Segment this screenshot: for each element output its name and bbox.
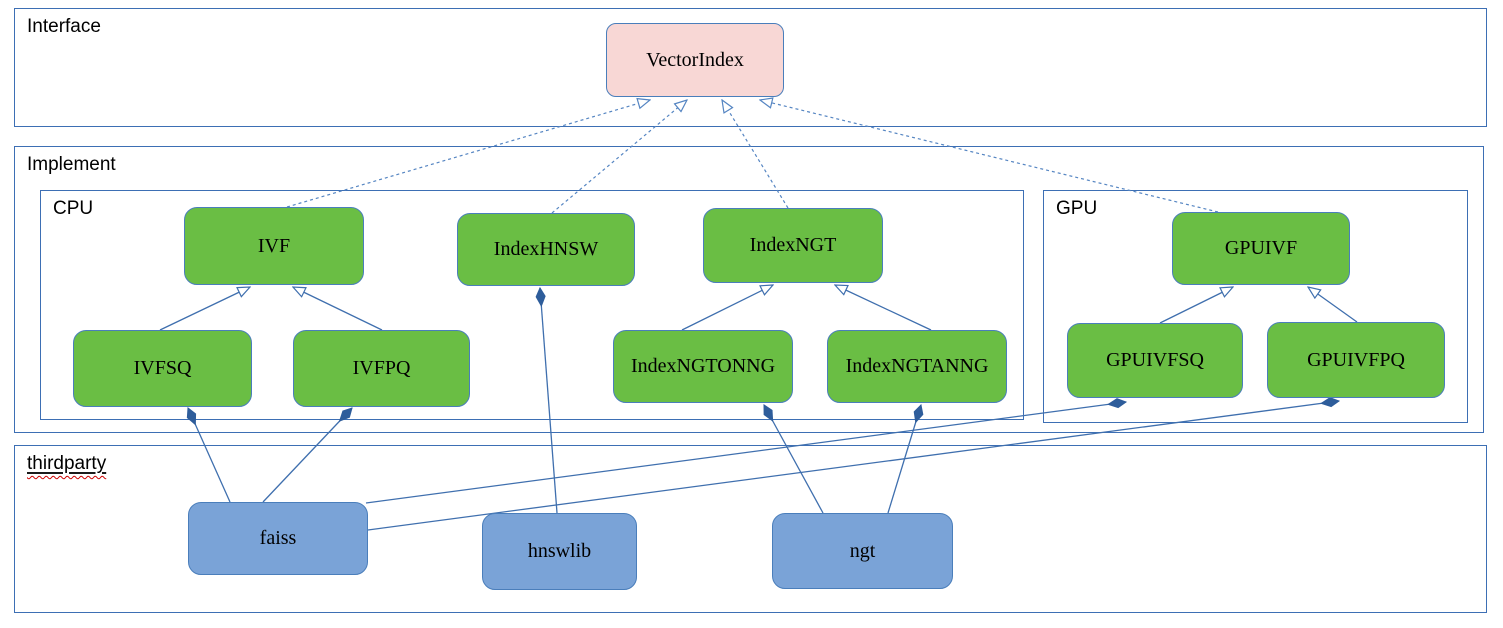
node-label-hnswlib: hnswlib [527, 540, 592, 562]
container-label-interface: Interface [27, 16, 101, 37]
container-label-thirdparty: thirdparty [27, 453, 106, 475]
node-label-ivf: IVF [257, 234, 291, 257]
container-label-cpu: CPU [53, 198, 94, 219]
node-label-faiss: faiss [259, 527, 297, 549]
node-label-indexngtonng: IndexNGTONNG [630, 355, 776, 377]
node-label-indexngt: IndexNGT [749, 234, 837, 256]
node-label-ngt: ngt [849, 539, 876, 562]
container-label-text-thirdparty: thirdparty [27, 453, 107, 474]
node-label-ivfsq: IVFSQ [133, 357, 192, 379]
node-indexhnsw: IndexHNSW [457, 213, 635, 286]
node-vectorindex: VectorIndex [606, 23, 784, 97]
node-label-gpuivfsq: GPUIVFSQ [1106, 349, 1204, 371]
node-hnswlib: hnswlib [482, 513, 637, 590]
container-label-gpu: GPU [1056, 198, 1098, 219]
node-ivfsq: IVFSQ [73, 330, 252, 407]
node-label-gpuivf: GPUIVF [1224, 237, 1298, 259]
node-indexngt: IndexNGT [703, 208, 883, 283]
node-label-ivfpq: IVFPQ [352, 357, 411, 379]
node-ivfpq: IVFPQ [293, 330, 470, 407]
container-label-implement: Implement [27, 154, 116, 175]
node-indexngtonng: IndexNGTONNG [613, 330, 793, 403]
node-label-gpuivfpq: GPUIVFPQ [1307, 348, 1405, 371]
node-indexngtanng: IndexNGTANNG [827, 330, 1007, 403]
node-ngt: ngt [772, 513, 953, 589]
node-gpuivfsq: GPUIVFSQ [1067, 323, 1243, 398]
node-label-indexhnsw: IndexHNSW [493, 238, 599, 260]
node-gpuivf: GPUIVF [1172, 212, 1350, 285]
node-gpuivfpq: GPUIVFPQ [1267, 322, 1445, 398]
node-label-indexngtanng: IndexNGTANNG [845, 355, 989, 377]
node-faiss: faiss [188, 502, 368, 575]
node-label-vectorindex: VectorIndex [646, 48, 744, 71]
node-ivf: IVF [184, 207, 364, 285]
